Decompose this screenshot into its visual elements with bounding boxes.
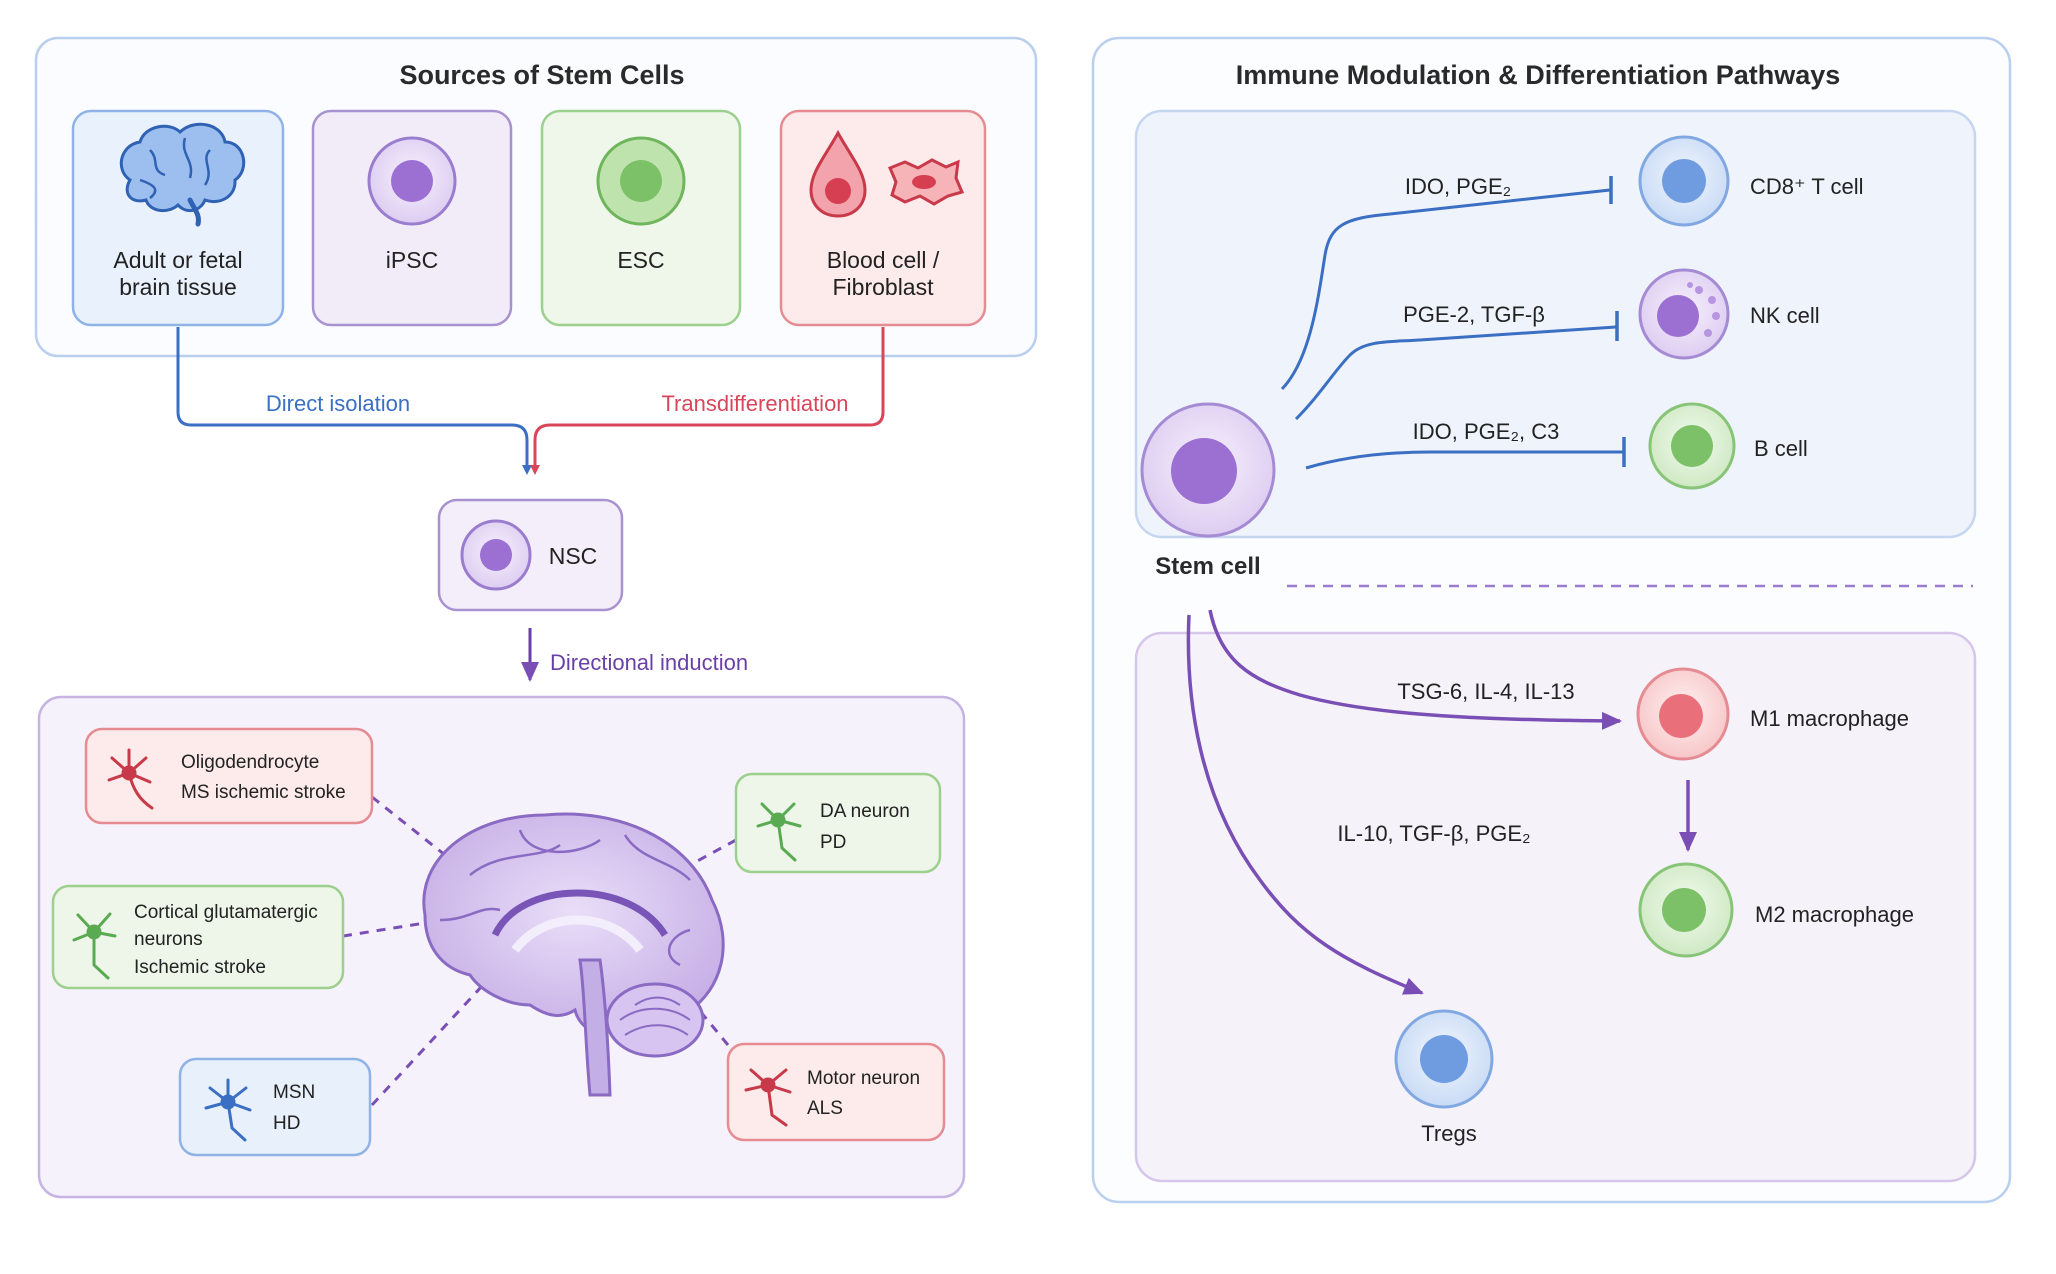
direct-isolation-label: Direct isolation (266, 391, 410, 416)
source-label: Fibroblast (833, 274, 935, 300)
inhibition-factors: PGE-2, TGF-β (1403, 302, 1545, 327)
b-cell[interactable]: B cell (1648, 402, 1808, 490)
differentiation-subpanel (1134, 631, 1977, 1183)
target-label: DA neuron (820, 801, 910, 822)
neuron-icon (744, 1068, 792, 1127)
m2-macrophage[interactable]: M2 macrophage (1638, 862, 1914, 958)
neuron-icon (72, 912, 117, 980)
target-card-oligodendrocyte[interactable]: Oligodendrocyte MS ischemic stroke (84, 727, 374, 825)
target-label: ALS (807, 1098, 843, 1119)
cell-icon (596, 136, 686, 226)
cell-label: CD8⁺ T cell (1750, 174, 1864, 199)
directional-induction-arrow: Directional induction (521, 628, 748, 682)
cell-label: Tregs (1421, 1121, 1476, 1146)
stem-cell-label: Stem cell (1155, 553, 1260, 580)
target-card-motor-neuron[interactable]: Motor neuron ALS (726, 1042, 946, 1142)
inhibition-nk: PGE-2, TGF-β (1294, 302, 1619, 421)
granules (1687, 282, 1720, 337)
inhibition-factors: IDO, PGE₂ (1405, 174, 1511, 199)
cell-label: M2 macrophage (1755, 902, 1914, 927)
inhibition-subpanel (1134, 109, 1977, 539)
target-label: MS ischemic stroke (181, 782, 346, 803)
cell-icon (460, 519, 532, 591)
source-label: ESC (617, 247, 664, 273)
immune-panel: Immune Modulation & Differentiation Path… (1091, 36, 2012, 1204)
source-label: Adult or fetal (113, 247, 242, 273)
source-card-brain-tissue[interactable]: Adult or fetal brain tissue (71, 109, 285, 327)
inhibition-factors: IDO, PGE₂, C3 (1413, 419, 1560, 444)
source-label: brain tissue (119, 274, 237, 300)
source-card-esc[interactable]: ESC (540, 109, 742, 327)
cell-label: B cell (1754, 436, 1808, 461)
immune-title: Immune Modulation & Differentiation Path… (1236, 60, 1841, 90)
nk-cell[interactable]: NK cell (1638, 268, 1820, 360)
sources-title: Sources of Stem Cells (399, 60, 684, 90)
target-label: MSN (273, 1082, 315, 1103)
blood-drop-icon (809, 129, 867, 218)
cell-label: M1 macrophage (1750, 706, 1909, 731)
nsc-label: NSC (549, 543, 598, 569)
target-connectors (342, 795, 737, 1107)
treg-factors: IL-10, TGF-β, PGE₂ (1337, 821, 1530, 846)
inhibition-b-cell: IDO, PGE₂, C3 (1305, 419, 1626, 470)
target-card-da-neuron[interactable]: DA neuron PD (734, 772, 942, 874)
sources-panel: Sources of Stem Cells Adult or fetal bra… (34, 36, 1038, 358)
directional-induction-label: Directional induction (550, 650, 748, 675)
macrophage-arrow: TSG-6, IL-4, IL-13 (1208, 609, 1622, 730)
stem-cell[interactable]: Stem cell (1140, 402, 1276, 580)
neuron-icon (756, 802, 802, 862)
source-card-ipsc[interactable]: iPSC (311, 109, 513, 327)
cell-label: NK cell (1750, 303, 1820, 328)
target-label: Motor neuron (807, 1068, 920, 1089)
macrophage-factors: TSG-6, IL-4, IL-13 (1397, 679, 1574, 704)
cell-icon (367, 136, 457, 226)
transdifferentiation-arrow: Transdifferentiation (530, 327, 885, 475)
source-card-blood-fibroblast[interactable]: Blood cell / Fibroblast (779, 109, 987, 327)
source-label: Blood cell / (827, 247, 940, 273)
neuron-icon (204, 1078, 252, 1142)
tregs[interactable]: Tregs (1394, 1009, 1494, 1146)
cd8-t-cell[interactable]: CD8⁺ T cell (1638, 135, 1864, 227)
brain-icon (119, 122, 246, 227)
target-label: Ischemic stroke (134, 957, 266, 978)
target-label: Oligodendrocyte (181, 752, 319, 773)
brain-sagittal-illustration (422, 812, 725, 1097)
target-card-cortical-glutamatergic[interactable]: Cortical glutamatergic neurons Ischemic … (51, 884, 345, 990)
oligodendrocyte-icon (107, 748, 154, 810)
treg-arrow: IL-10, TGF-β, PGE₂ (1186, 614, 1531, 995)
transdifferentiation-label: Transdifferentiation (661, 391, 848, 416)
neuron-targets-panel: Oligodendrocyte MS ischemic stroke Corti… (37, 695, 966, 1199)
target-label: HD (273, 1113, 300, 1134)
target-label: PD (820, 832, 846, 853)
m1-macrophage[interactable]: M1 macrophage (1636, 667, 1909, 761)
nsc-card[interactable]: NSC (437, 498, 624, 612)
source-label: iPSC (386, 247, 438, 273)
target-label: neurons (134, 929, 203, 950)
target-card-msn[interactable]: MSN HD (178, 1057, 372, 1157)
fibroblast-icon (888, 158, 965, 206)
target-label: Cortical glutamatergic (134, 902, 318, 923)
inhibition-cd8: IDO, PGE₂ (1280, 174, 1613, 391)
direct-isolation-arrow: Direct isolation (176, 327, 532, 475)
